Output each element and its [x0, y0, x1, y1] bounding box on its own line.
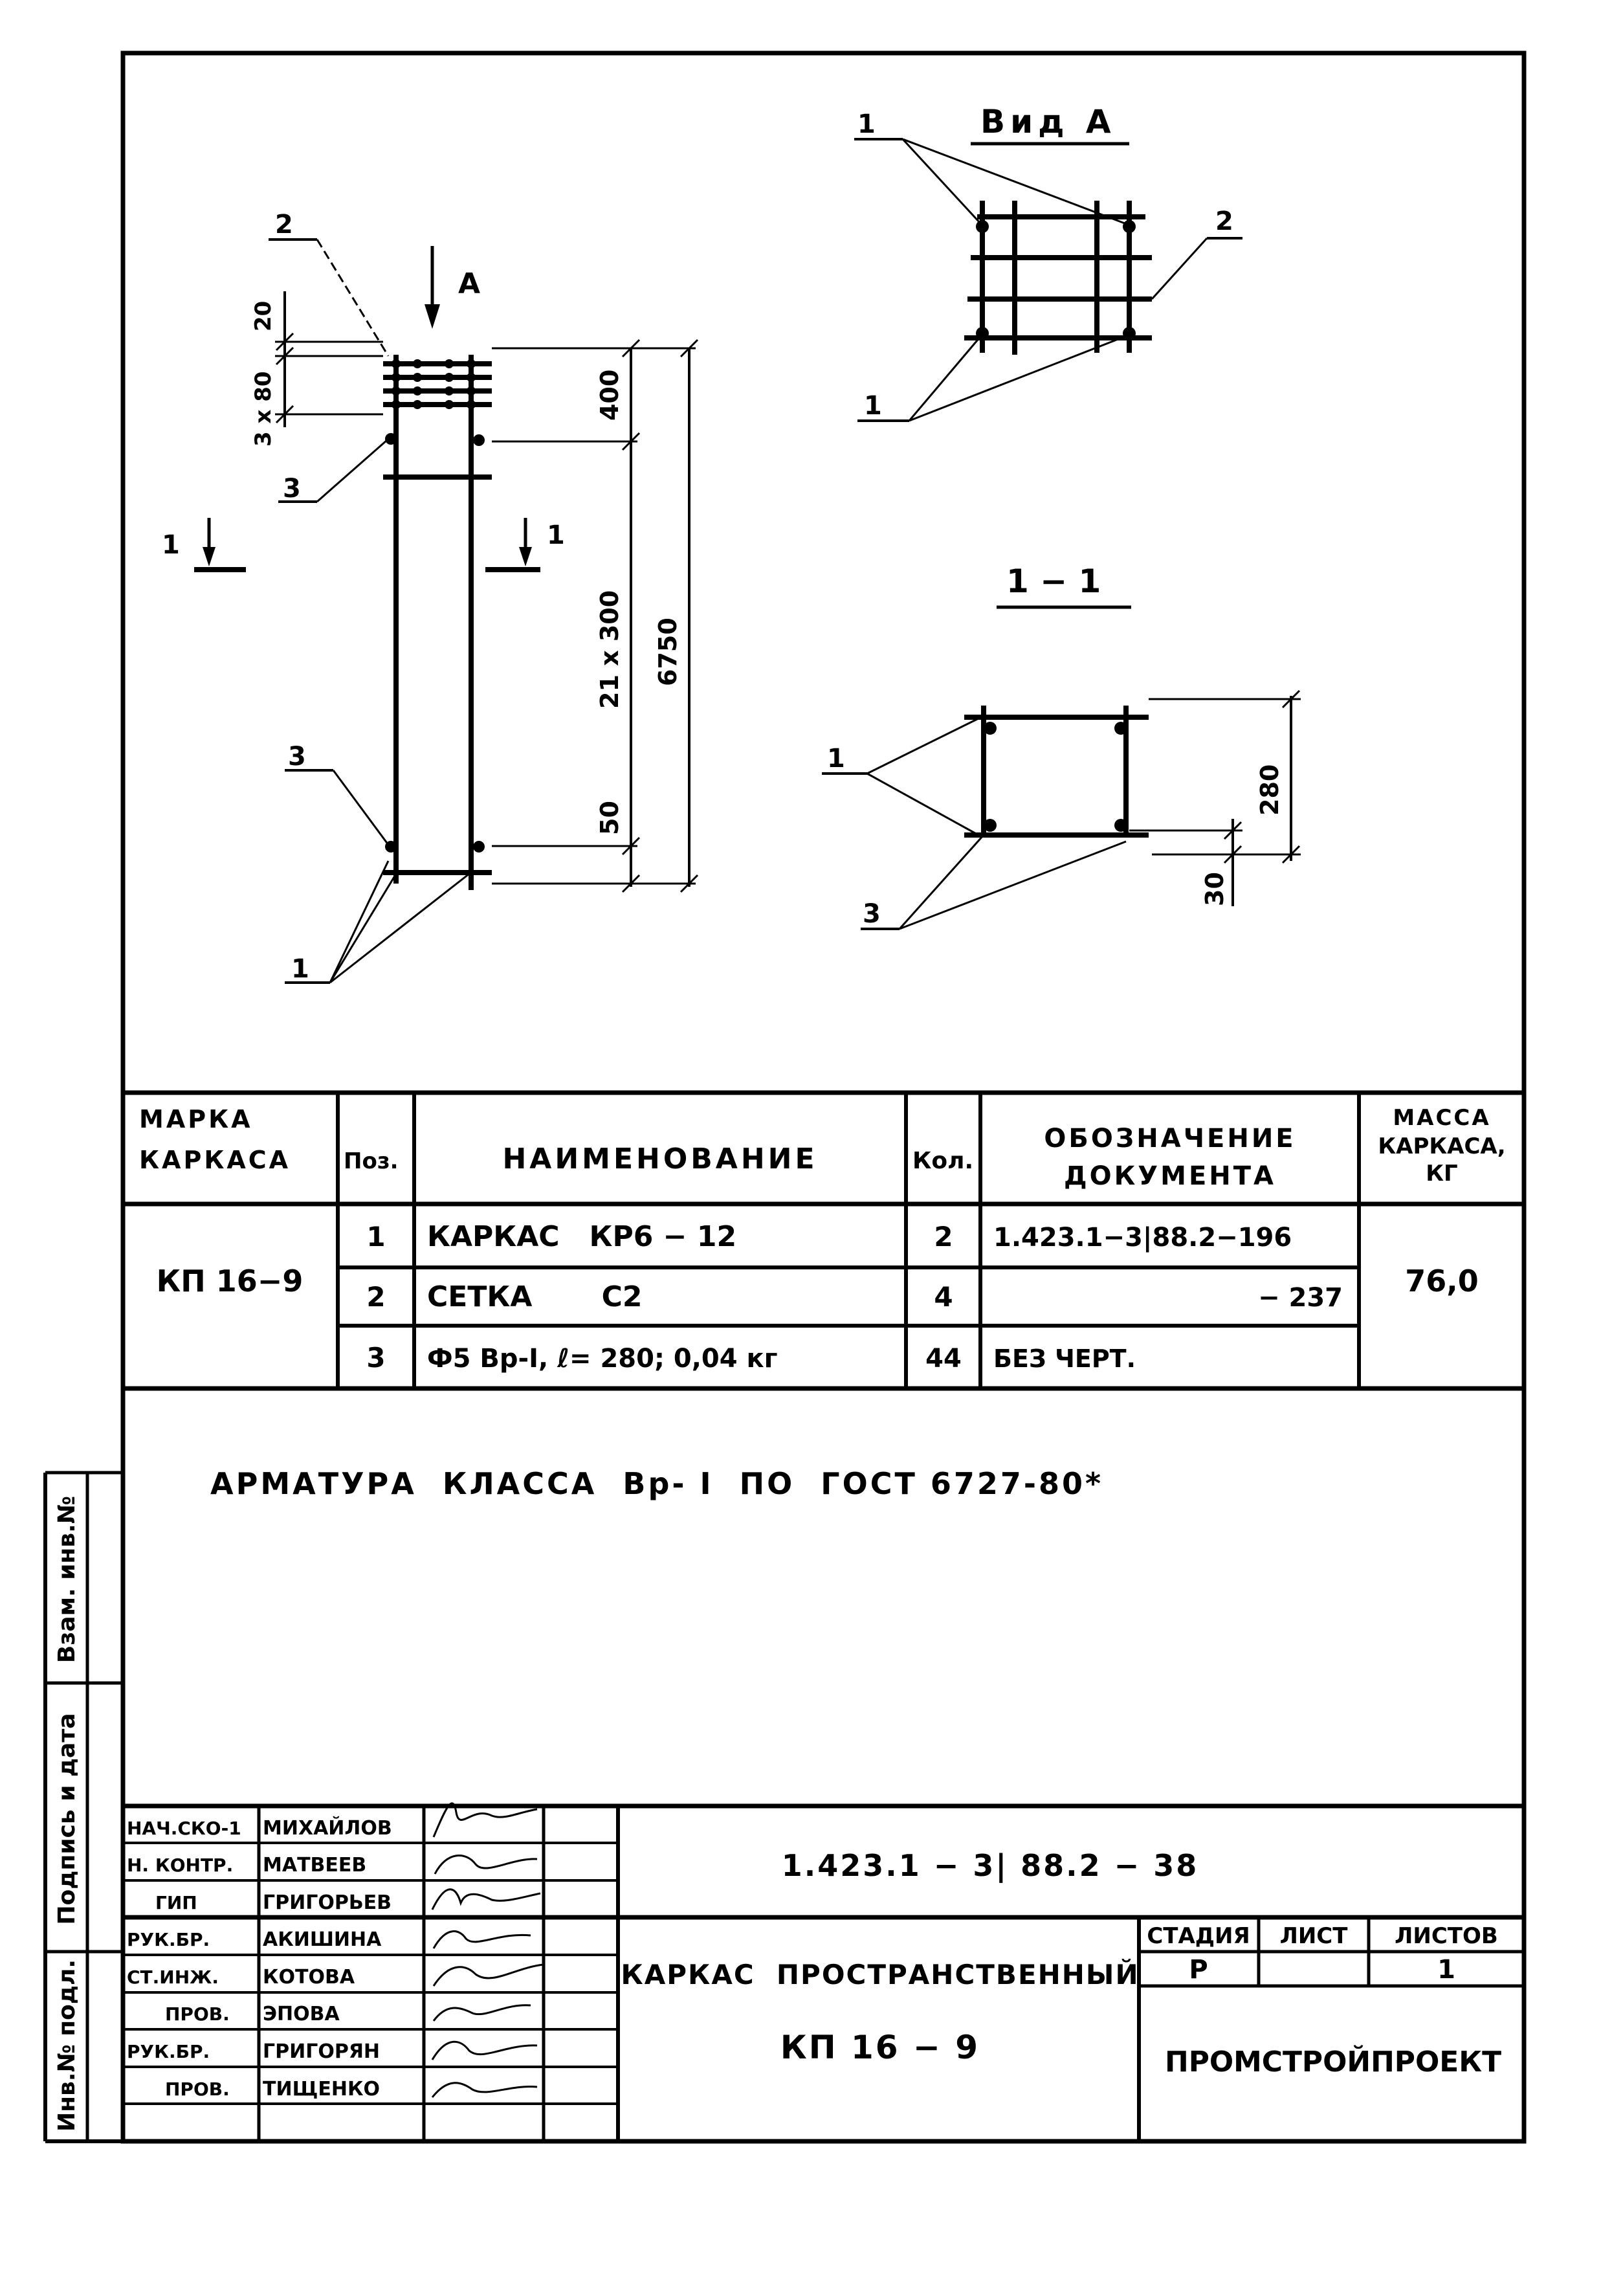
- view-arrow-label: А: [458, 267, 480, 300]
- staff-role: Н. КОНТР.: [127, 1855, 233, 1876]
- side-label-sign-date: Подпись и дата: [54, 1713, 80, 1925]
- header-mass-line1: МАССА: [1393, 1105, 1490, 1131]
- stage-value: Р: [1189, 1955, 1208, 1985]
- header-mark-line1: МАРКА: [139, 1105, 253, 1133]
- row-qty: 44: [925, 1344, 962, 1374]
- side-label-inv-replace: Взам. инв.№: [54, 1496, 80, 1663]
- title-line1: КАРКАС ПРОСТРАНСТВЕННЫЙ: [621, 1958, 1139, 1990]
- sheets-value: 1: [1437, 1955, 1455, 1985]
- staff-name: ГРИГОРЯН: [263, 2040, 380, 2063]
- view-a-title: Вид А: [980, 103, 1116, 140]
- title-block: 1.423.1 − 3| 88.2 − 38 КАРКАС ПРОСТРАНСТ…: [123, 1802, 1524, 2141]
- side-stamp: Взам. инв.№ Подпись и дата Инв.№ подл.: [54, 1496, 80, 2132]
- dim-21x300: 21 x 300: [595, 590, 624, 709]
- callout-2: 2: [275, 210, 293, 240]
- callout-3: 3: [283, 474, 301, 504]
- callout-2: 2: [1215, 206, 1233, 236]
- dim-280: 280: [1255, 764, 1284, 816]
- row-name: КАРКАС КР6 − 12: [427, 1220, 736, 1253]
- stage-header: СТАДИЯ: [1147, 1923, 1250, 1949]
- sheet-frame: [43, 50, 1527, 2144]
- reinforcement-note: АРМАТУРА КЛАССА Вр- I ПО ГОСТ 6727-80*: [210, 1466, 1103, 1501]
- dim-20: 20: [250, 301, 276, 331]
- callout-3: 3: [288, 742, 306, 772]
- organization-name: ПРОМСТРОЙПРОЕКТ: [1165, 2044, 1501, 2079]
- staff-name: КОТОВА: [263, 1966, 355, 1989]
- sheet-header: ЛИСТ: [1280, 1923, 1349, 1949]
- staff-role: СТ.ИНЖ.: [127, 1967, 219, 1988]
- dim-400: 400: [595, 370, 624, 421]
- callout-1: 1: [827, 744, 845, 774]
- main-elevation-view: 20 3 x 80 400 21 x 300 6750 50 А 2 3 3 1…: [162, 210, 699, 984]
- frame-mark: КП 16−9: [157, 1264, 304, 1298]
- header-mass-line2: КАРКАСА,: [1378, 1133, 1505, 1159]
- row-doc: 1.423.1−3|88.2−196: [993, 1223, 1292, 1253]
- section-mark-left: 1: [162, 530, 180, 560]
- callout-1: 1: [857, 109, 876, 139]
- row-name: Ф5 Вр-I, ℓ= 280; 0,04 кг: [427, 1344, 778, 1374]
- staff-role: РУК.БР.: [127, 1929, 210, 1950]
- frame-mass: 76,0: [1405, 1264, 1479, 1298]
- callout-3: 3: [863, 899, 881, 929]
- staff-name: ГРИГОРЬЕВ: [263, 1891, 392, 1914]
- staff-name: АКИШИНА: [263, 1928, 382, 1951]
- staff-name: ЭПОВА: [263, 2003, 340, 2025]
- document-code: 1.423.1 − 3| 88.2 − 38: [782, 1848, 1198, 1884]
- dim-6750: 6750: [654, 618, 682, 686]
- sheets-header: ЛИСТОВ: [1395, 1923, 1498, 1949]
- side-label-inv-original: Инв.№ подл.: [54, 1959, 80, 2132]
- row-qty: 4: [934, 1281, 953, 1313]
- row-pos: 2: [366, 1281, 385, 1313]
- callout-1: 1: [864, 391, 882, 421]
- dim-50: 50: [595, 801, 624, 835]
- staff-name: МАТВЕЕВ: [263, 1854, 366, 1877]
- title-line2: КП 16 − 9: [780, 2029, 980, 2066]
- dim-3x80: 3 x 80: [250, 371, 276, 447]
- header-doc-line1: ОБОЗНАЧЕНИЕ: [1044, 1124, 1296, 1154]
- signatures: [431, 1802, 544, 2098]
- row-name: СЕТКА С2: [427, 1280, 643, 1313]
- staff-role: ПРОВ.: [165, 2003, 230, 2025]
- section-title: 1 − 1: [1006, 563, 1101, 600]
- view-a: Вид А 1 1 2: [854, 103, 1242, 422]
- staff-name: ТИЩЕНКО: [263, 2078, 380, 2101]
- header-mass-line3: КГ: [1426, 1161, 1457, 1187]
- row-doc: − 237: [1258, 1283, 1343, 1313]
- header-doc-line2: ДОКУМЕНТА: [1064, 1161, 1276, 1191]
- staff-role: ПРОВ.: [165, 2079, 230, 2100]
- section-1-1: 1 − 1 280 30 1 3: [822, 563, 1301, 930]
- header-mark-line2: КАРКАСА: [139, 1146, 291, 1174]
- header-pos: Поз.: [344, 1148, 399, 1174]
- staff-role: НАЧ.СКО-1: [127, 1818, 241, 1839]
- dim-30: 30: [1200, 872, 1229, 906]
- specification-table: МАРКА КАРКАСА Поз. НАИМЕНОВАНИЕ Кол. ОБО…: [123, 1090, 1524, 1391]
- row-doc: БЕЗ ЧЕРТ.: [993, 1344, 1136, 1373]
- row-pos: 1: [366, 1221, 385, 1253]
- row-pos: 3: [366, 1342, 385, 1374]
- section-mark-right: 1: [547, 520, 565, 550]
- row-qty: 2: [934, 1221, 953, 1253]
- header-name: НАИМЕНОВАНИЕ: [502, 1142, 817, 1176]
- callout-1: 1: [291, 954, 309, 984]
- staff-role: ГИП: [155, 1892, 197, 1913]
- header-qty: Кол.: [912, 1148, 973, 1174]
- staff-name: МИХАЙЛОВ: [263, 1816, 392, 1840]
- staff-role: РУК.БР.: [127, 2041, 210, 2062]
